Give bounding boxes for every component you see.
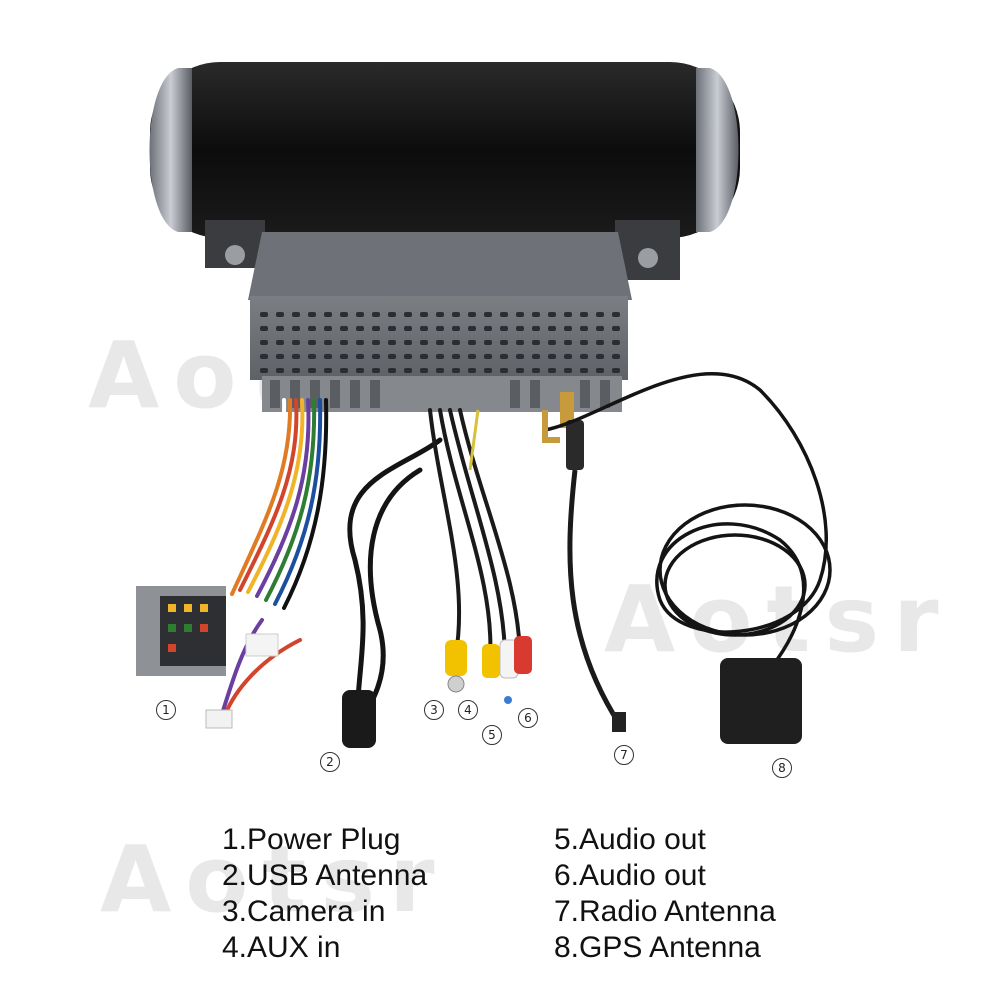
marker-4: 4: [458, 700, 478, 720]
usb-cable: [347, 437, 443, 723]
power-harness: [218, 398, 329, 722]
marker-6: 6: [518, 708, 538, 728]
marker-8: 8: [772, 758, 792, 778]
legend-item: 5.Audio out: [554, 823, 706, 856]
legend-item: 4.AUX in: [222, 931, 341, 964]
marker-3: 3: [424, 700, 444, 720]
yellow-wire: [468, 409, 480, 471]
legend-item: 3.Camera in: [222, 895, 386, 928]
legend-item: 2.USB Antenna: [222, 859, 428, 892]
rca-plugs: [445, 636, 532, 704]
gps-antenna-cable: [544, 371, 832, 682]
usb-plug: [342, 690, 376, 748]
head-unit-body: [149, 62, 740, 280]
watermark-bottom: Aotsr: [100, 826, 449, 933]
legend-left: 1.Power Plug 2.USB Antenna 3.Camera in 4…: [222, 822, 427, 966]
legend-item: 7.Radio Antenna: [554, 895, 776, 928]
legend-item: 8.GPS Antenna: [554, 931, 761, 964]
power-connector: [136, 586, 279, 729]
marker-7: 7: [614, 745, 634, 765]
marker-1: 1: [156, 700, 176, 720]
marker-5: 5: [482, 725, 502, 745]
legend-right: 5.Audio out 6.Audio out 7.Radio Antenna …: [554, 822, 776, 966]
watermark-right: Aotsr: [604, 566, 953, 673]
radio-antenna-cable: [560, 392, 626, 732]
marker-2: 2: [320, 752, 340, 772]
legend-item: 1.Power Plug: [222, 823, 401, 856]
legend-item: 6.Audio out: [554, 859, 706, 892]
metal-chassis: [248, 232, 632, 412]
rca-cables: [428, 408, 522, 662]
gps-antenna-module: [720, 658, 802, 744]
